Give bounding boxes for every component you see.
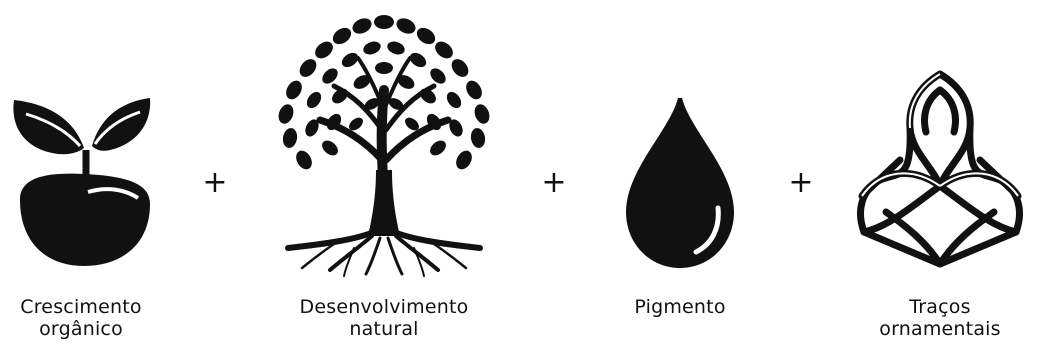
caption-line-1: Pigmento [634,296,726,318]
item-natural-development: Desenvolvimento natural [264,0,504,349]
caption-line-1: Traços [909,296,971,318]
item-pigment: Pigmento [600,0,760,349]
tree-icon [278,15,490,277]
caption-organic-growth: Crescimento orgânico [0,296,162,340]
caption-pigment: Pigmento [600,296,760,318]
knot-icon [857,70,1023,268]
drop-icon [626,98,734,268]
plus-operator-2: + [541,165,567,200]
plus-operator-3: + [788,165,814,200]
caption-line-2: ornamentais [879,318,1001,340]
caption-line-1: Crescimento [20,296,142,318]
item-organic-growth: Crescimento orgânico [0,0,162,349]
caption-natural-development: Desenvolvimento natural [264,296,504,340]
plus-operator-1: + [202,165,228,200]
sprout-icon [13,98,151,266]
caption-line-2: natural [349,318,419,340]
caption-ornamental-strokes: Traços ornamentais [840,296,1040,340]
item-ornamental-strokes: Traços ornamentais [840,0,1040,349]
caption-line-2: orgânico [39,318,123,340]
caption-line-1: Desenvolvimento [299,296,469,318]
